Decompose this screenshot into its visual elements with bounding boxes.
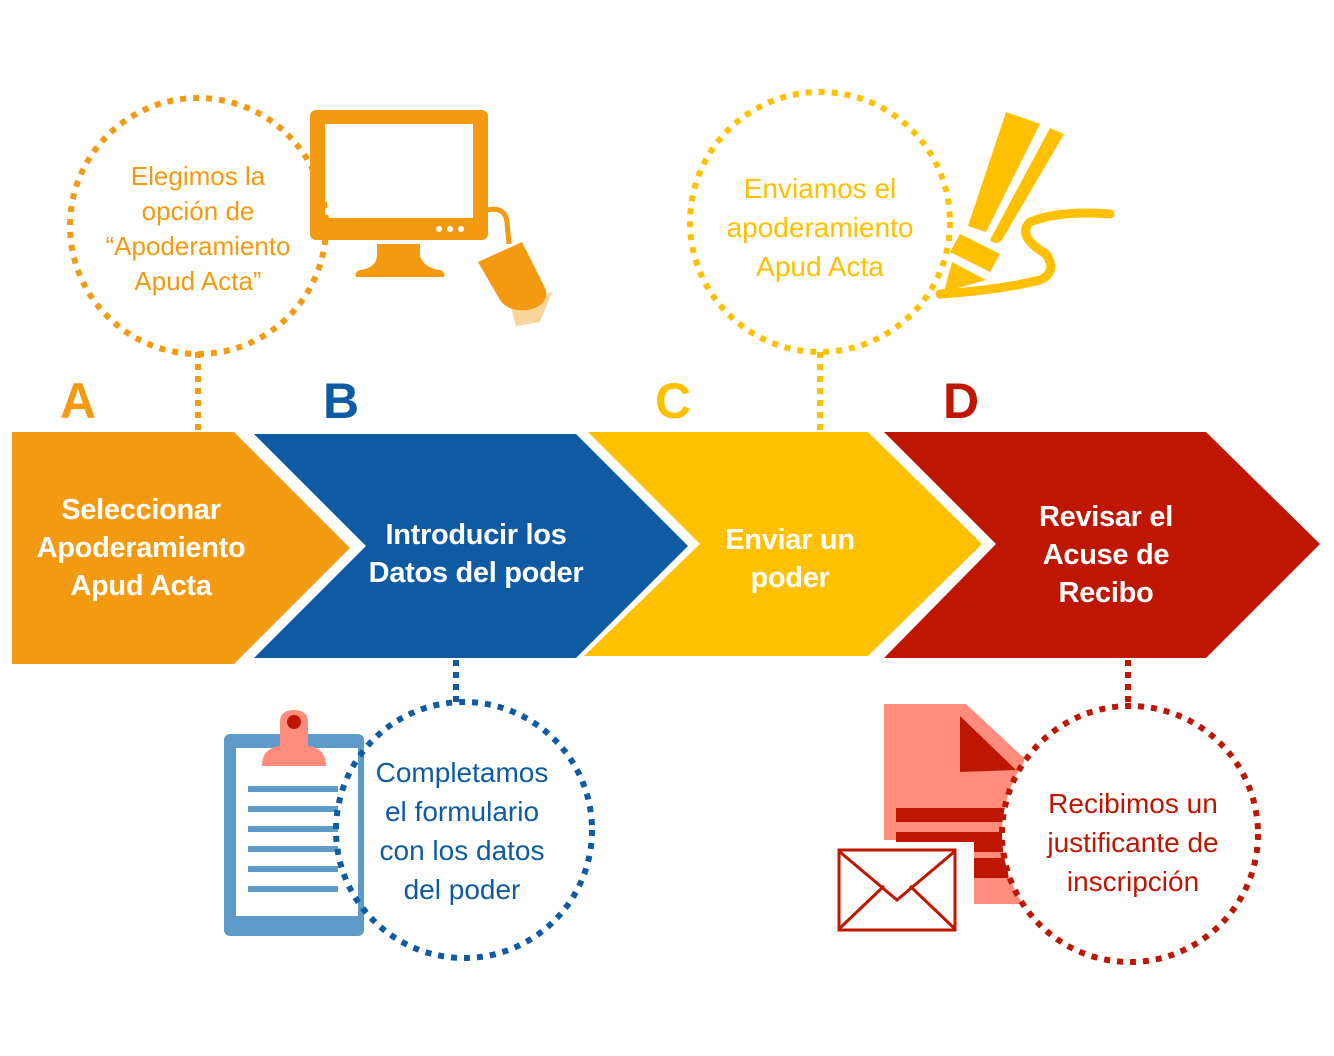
step-label-d: Revisar el Acuse de Recibo bbox=[1006, 498, 1206, 612]
step-label-c: Enviar un poder bbox=[700, 521, 880, 597]
note-circle-c bbox=[687, 89, 953, 355]
chevron-step-d bbox=[884, 432, 1320, 658]
step-label-line: Apoderamiento bbox=[36, 532, 246, 564]
note-line: opción de bbox=[141, 196, 255, 226]
step-label-line: Recibo bbox=[1058, 577, 1154, 609]
note-text-d: Recibimos un justificante de inscripción bbox=[1018, 784, 1248, 901]
note-line: Enviamos el bbox=[743, 173, 897, 204]
step-label-b: Introducir los Datos del poder bbox=[346, 516, 606, 592]
computer-monitor-icon bbox=[310, 110, 552, 326]
note-circle-a bbox=[67, 95, 329, 357]
note-text-a: Elegimos la opción de “Apoderamiento Apu… bbox=[88, 159, 308, 299]
step-label-line: Introducir los bbox=[385, 519, 567, 551]
step-label-a: Seleccionar Apoderamiento Apud Acta bbox=[12, 491, 270, 605]
note-line: inscripción bbox=[1066, 866, 1200, 897]
note-line: Elegimos la bbox=[130, 161, 266, 191]
step-letter-b: B bbox=[323, 373, 360, 429]
note-line: Recibimos un bbox=[1048, 788, 1218, 819]
document-envelope-icon bbox=[837, 704, 1024, 932]
chevron-step-a bbox=[12, 432, 350, 664]
chevron-step-b bbox=[254, 434, 688, 658]
step-letter-d: D bbox=[943, 373, 980, 429]
step-label-line: Acuse de bbox=[1042, 539, 1170, 571]
note-circle-d bbox=[999, 703, 1261, 965]
note-text-b: Completamos el formulario con los datos … bbox=[352, 753, 572, 909]
step-letter-a: A bbox=[60, 373, 97, 429]
note-line: Apud Acta bbox=[756, 251, 884, 282]
note-line: el formulario bbox=[384, 796, 540, 827]
clipboard-icon bbox=[224, 710, 364, 936]
step-label-line: Apud Acta bbox=[70, 570, 212, 602]
step-label-line: Enviar un bbox=[725, 524, 855, 556]
note-line: “Apoderamiento bbox=[105, 231, 291, 261]
note-line: del poder bbox=[403, 874, 521, 905]
note-line: Completamos bbox=[375, 757, 549, 788]
note-line: con los datos bbox=[379, 835, 545, 866]
step-label-line: poder bbox=[750, 562, 830, 594]
step-letter-c: C bbox=[655, 373, 692, 429]
step-label-line: Revisar el bbox=[1038, 501, 1174, 533]
note-circle-b bbox=[333, 699, 595, 961]
note-line: justificante de bbox=[1047, 827, 1219, 858]
note-line: Apud Acta” bbox=[134, 266, 262, 296]
step-label-line: Seleccionar bbox=[61, 494, 221, 526]
pen-signature-icon bbox=[935, 112, 1115, 299]
chevron-step-c bbox=[584, 432, 982, 656]
note-text-c: Enviamos el apoderamiento Apud Acta bbox=[700, 169, 940, 286]
note-line: apoderamiento bbox=[726, 212, 914, 243]
step-label-line: Datos del poder bbox=[368, 557, 584, 589]
